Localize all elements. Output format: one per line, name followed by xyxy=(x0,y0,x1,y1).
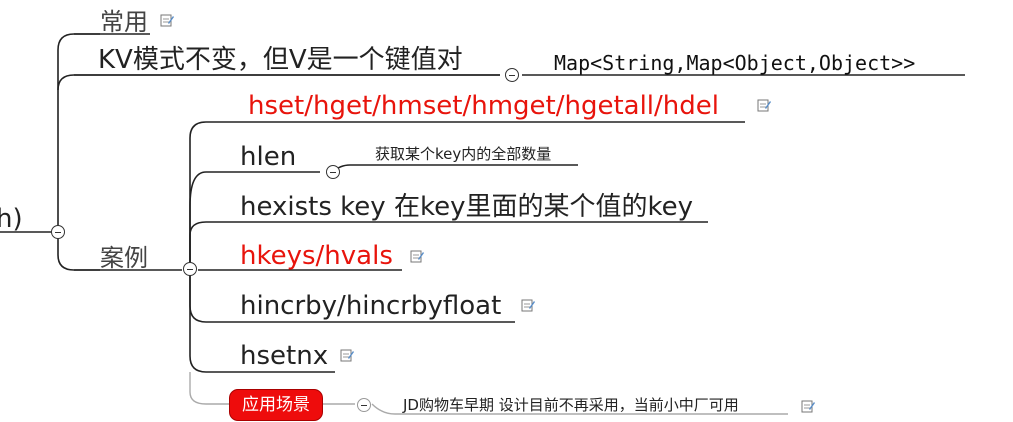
collapse-icon[interactable] xyxy=(505,68,519,82)
collapse-icon[interactable] xyxy=(326,165,340,179)
note-icon[interactable] xyxy=(340,348,354,362)
root-node-partial: h) xyxy=(0,204,23,234)
node-scenario-badge[interactable]: 应用场景 xyxy=(229,389,323,421)
collapse-icon[interactable] xyxy=(183,262,197,276)
node-hincrby[interactable]: hincrby/hincrbyfloat xyxy=(240,291,502,321)
node-map-type[interactable]: Map<String,Map<Object,Object>> xyxy=(554,51,916,75)
node-common[interactable]: 常用 xyxy=(100,8,148,36)
node-cases[interactable]: 案例 xyxy=(100,244,148,272)
node-hlen-note[interactable]: 获取某个key内的全部数量 xyxy=(375,145,552,163)
collapse-icon[interactable] xyxy=(357,398,371,412)
node-hset-family[interactable]: hset/hget/hmset/hmget/hgetall/hdel xyxy=(248,91,719,121)
note-icon[interactable] xyxy=(801,399,815,413)
note-icon[interactable] xyxy=(410,249,424,263)
node-scenario-text[interactable]: JD购物车早期 设计目前不再采用，当前小中厂可用 xyxy=(403,396,739,414)
note-icon[interactable] xyxy=(521,298,535,312)
note-icon[interactable] xyxy=(757,98,771,112)
node-hlen[interactable]: hlen xyxy=(240,142,297,172)
node-hexists[interactable]: hexists key 在key里面的某个值的key xyxy=(240,192,693,222)
node-kv-mode[interactable]: KV模式不变，但V是一个键值对 xyxy=(98,45,463,75)
note-icon[interactable] xyxy=(160,13,174,27)
collapse-icon[interactable] xyxy=(51,225,65,239)
node-hsetnx[interactable]: hsetnx xyxy=(240,341,329,371)
node-hkeys-hvals[interactable]: hkeys/hvals xyxy=(240,241,393,271)
